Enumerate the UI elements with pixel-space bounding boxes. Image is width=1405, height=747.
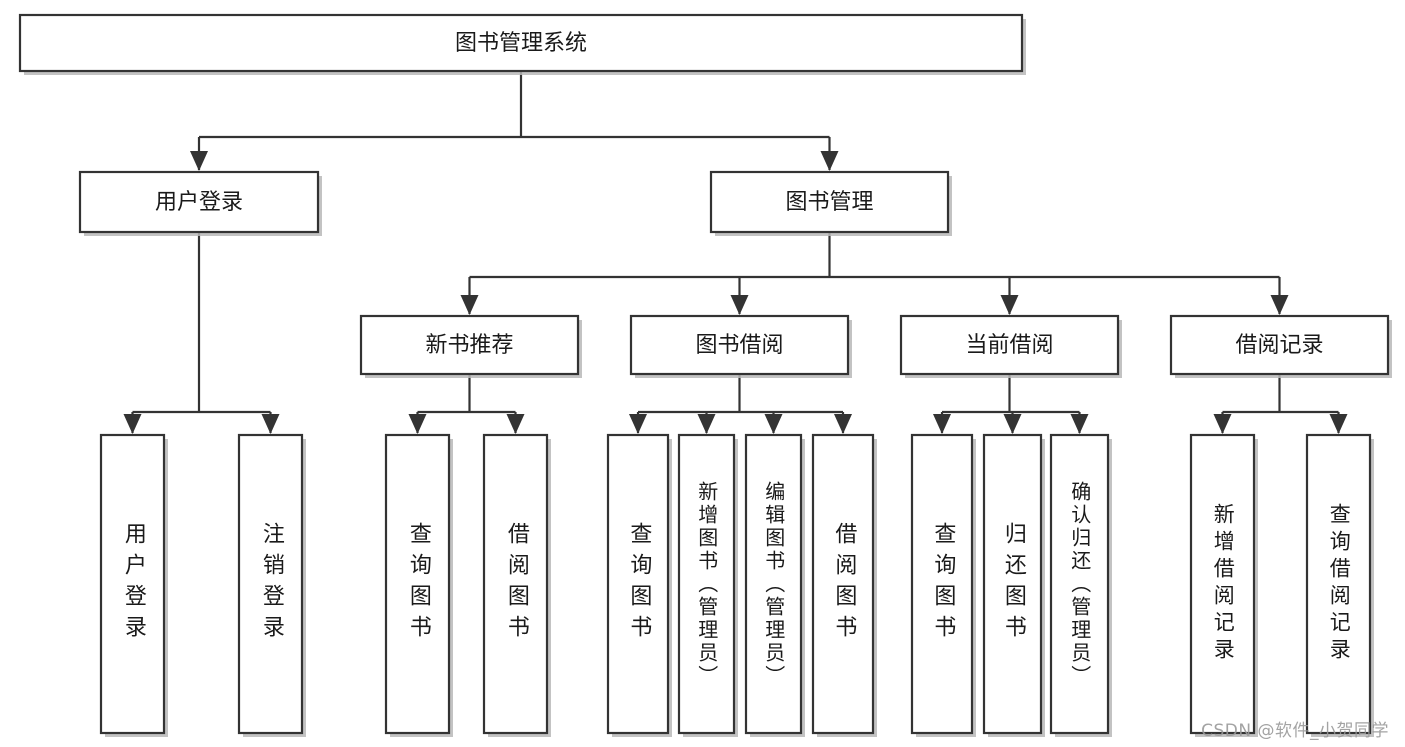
node-box-leaf-确认归还管理员-10[interactable] — [1049, 433, 1110, 735]
arrow-head-level3-3 — [1270, 295, 1289, 315]
node-label-借阅记录-l3-3: 借阅记录 — [1235, 333, 1323, 358]
arrow-head-level2-0 — [190, 151, 208, 171]
node-box-leaf-借阅图书-7[interactable] — [811, 433, 875, 735]
box-layer — [18, 13, 1390, 735]
node-label-图书借阅-l3-1: 图书借阅 — [695, 333, 783, 358]
arrow-head-leaf-1 — [261, 414, 280, 434]
node-label-图书管理-l2-1: 图书管理 — [785, 190, 873, 215]
arrow-head-leaf-3 — [506, 414, 525, 434]
arrow-head-leaf-8 — [933, 414, 951, 434]
node-box-leaf-查询图书-2[interactable] — [384, 433, 451, 735]
node-box-leaf-用户登录-0[interactable] — [99, 433, 166, 735]
node-box-leaf-查询借阅记录-12[interactable] — [1305, 433, 1372, 735]
node-box-用户登录-l2-0[interactable] — [78, 170, 320, 234]
connectors-layer — [123, 71, 1348, 434]
node-box-leaf-编辑图书管理员-6[interactable] — [744, 433, 803, 735]
node-label-当前借阅-l3-2: 当前借阅 — [965, 333, 1053, 358]
node-box-图书借阅-l3-1[interactable] — [629, 314, 850, 376]
arrow-head-leaf-11 — [1213, 414, 1232, 434]
node-box-leaf-新增借阅记录-11[interactable] — [1189, 433, 1256, 735]
node-label-root: 图书管理系统 — [455, 31, 587, 56]
node-box-leaf-查询图书-8[interactable] — [910, 433, 974, 735]
arrow-head-leaf-9 — [1003, 414, 1022, 434]
node-box-图书管理-l2-1[interactable] — [709, 170, 950, 234]
arrow-head-leaf-12 — [1329, 414, 1348, 434]
node-box-leaf-新增图书管理员-5[interactable] — [677, 433, 736, 735]
arrow-head-level3-1 — [730, 295, 749, 315]
node-box-leaf-注销登录-1[interactable] — [237, 433, 304, 735]
node-box-leaf-查询图书-4[interactable] — [606, 433, 670, 735]
node-box-当前借阅-l3-2[interactable] — [899, 314, 1120, 376]
node-box-leaf-归还图书-9[interactable] — [982, 433, 1043, 735]
node-label-新书推荐-l3-0: 新书推荐 — [425, 333, 513, 358]
arrow-head-level3-0 — [460, 295, 479, 315]
node-box-leaf-借阅图书-3[interactable] — [482, 433, 549, 735]
arrow-head-level2-1 — [820, 151, 839, 171]
node-label-用户登录-l2-0: 用户登录 — [155, 190, 243, 215]
arrow-head-leaf-10 — [1070, 414, 1089, 434]
node-box-root[interactable] — [18, 13, 1024, 73]
arrow-head-leaf-0 — [123, 414, 142, 434]
arrow-head-leaf-5 — [697, 414, 716, 434]
arrow-head-leaf-4 — [629, 414, 647, 434]
arrow-head-level3-2 — [1000, 295, 1019, 315]
node-box-新书推荐-l3-0[interactable] — [359, 314, 580, 376]
arrow-head-leaf-6 — [764, 414, 783, 434]
arrow-head-leaf-7 — [834, 414, 852, 434]
arrow-head-leaf-2 — [408, 414, 427, 434]
node-box-借阅记录-l3-3[interactable] — [1169, 314, 1390, 376]
watermark-text: CSDN @软件_小贺同学 — [1201, 721, 1389, 741]
